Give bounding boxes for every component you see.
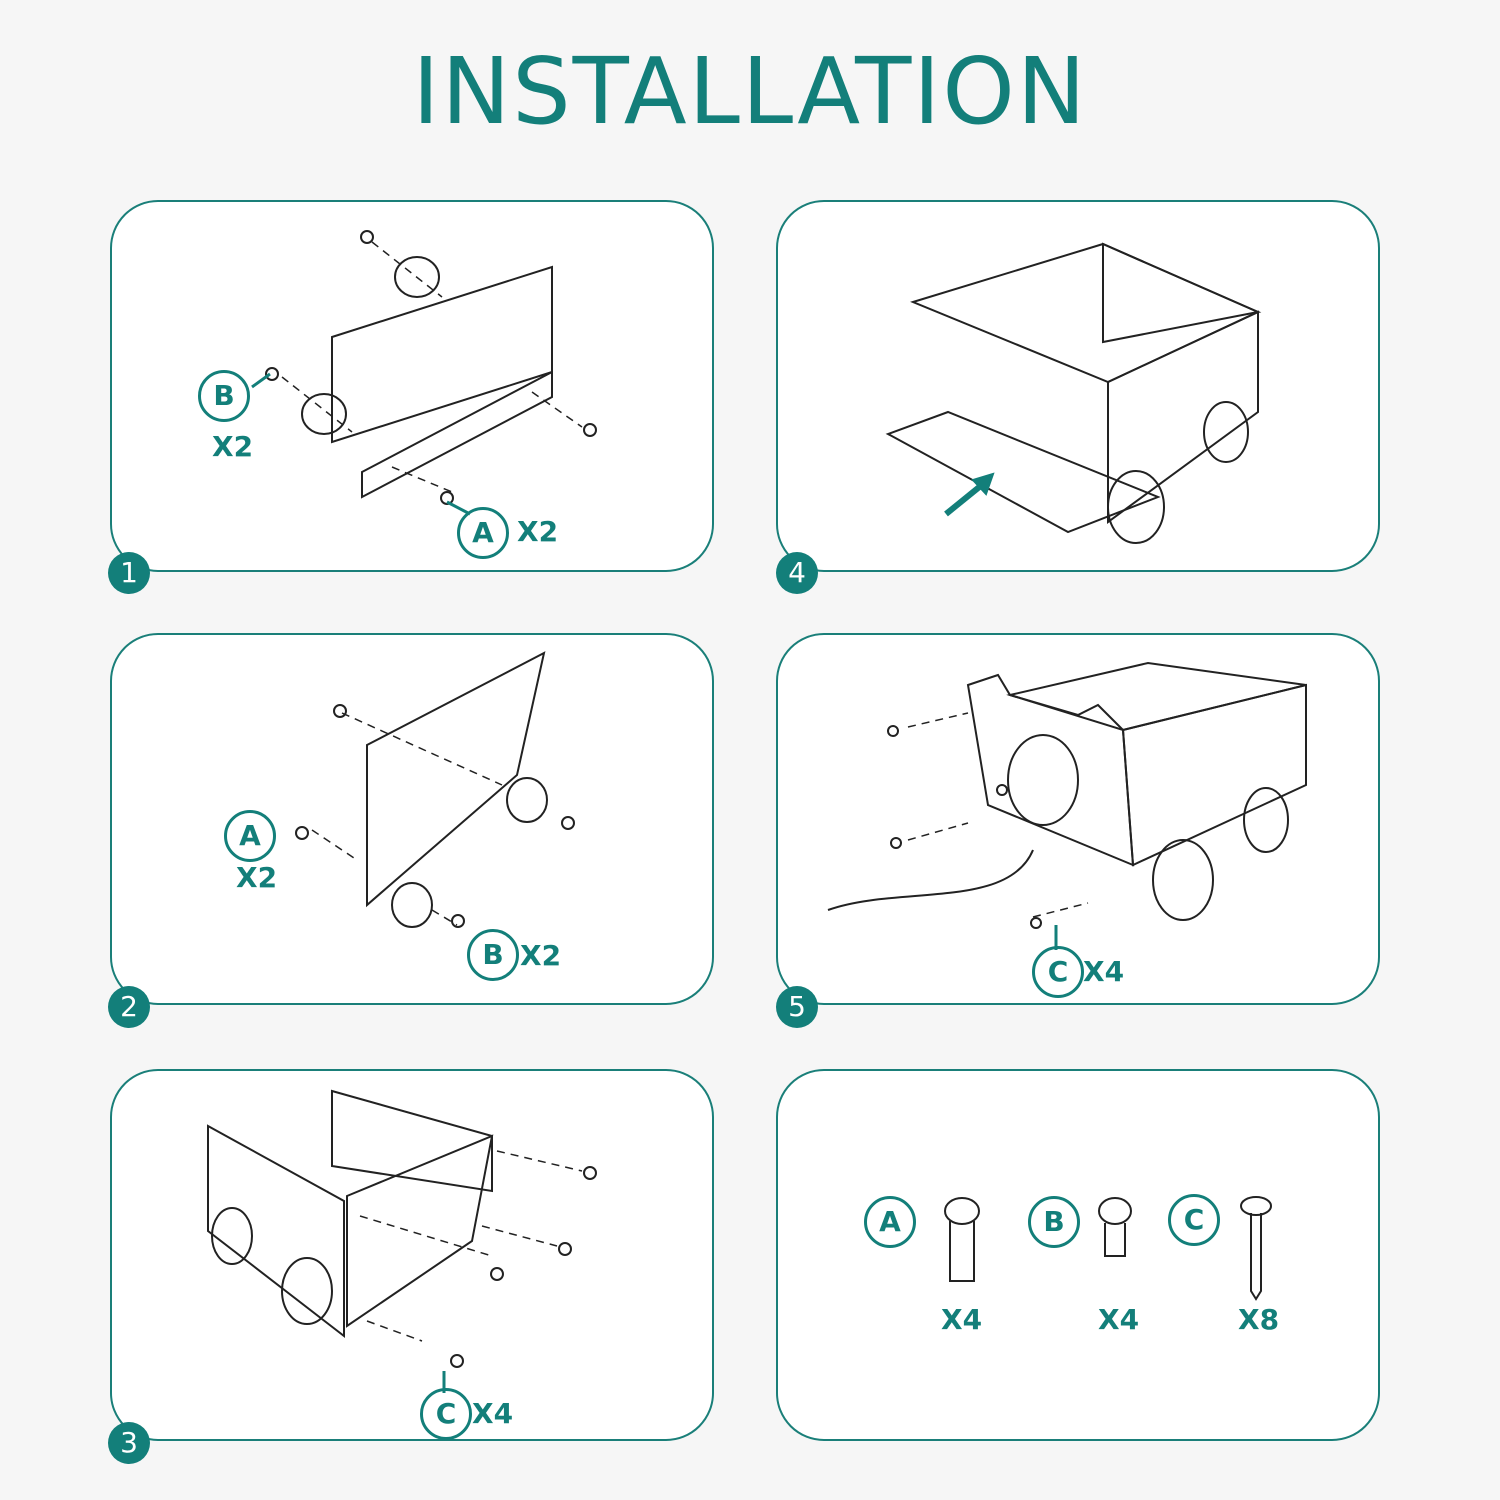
step-5-panel: C X4: [776, 633, 1380, 1005]
quantity-label: X2: [517, 515, 559, 548]
quantity-label: X2: [236, 861, 278, 894]
step-number-4: 4: [776, 552, 818, 594]
quantity-label: X2: [212, 430, 254, 463]
quantity-label: X4: [1098, 1303, 1140, 1336]
step-2-illustration: [295, 651, 575, 928]
step-3-panel: C X4: [110, 1069, 714, 1441]
step-number-5: 5: [776, 986, 818, 1028]
step-5-illustration: [827, 661, 1307, 950]
part-label-b: B: [198, 370, 250, 422]
part-label-b: B: [1028, 1196, 1080, 1248]
quantity-label: X4: [941, 1303, 983, 1336]
quantity-label: X4: [1083, 955, 1125, 988]
quantity-label: X2: [520, 939, 562, 972]
part-label-a: A: [224, 810, 276, 862]
quantity-label: X4: [472, 1397, 514, 1430]
step-1-panel: B X2 A X2: [110, 200, 714, 572]
part-label-a: A: [864, 1196, 916, 1248]
step-number-2: 2: [108, 986, 150, 1028]
part-label-b: B: [467, 929, 519, 981]
step-2-panel: A X2 B X2: [110, 633, 714, 1005]
part-label-c: C: [1168, 1194, 1220, 1246]
step-4-panel: [776, 200, 1380, 572]
part-label-c: C: [1032, 946, 1084, 998]
step-3-illustration: [207, 1089, 597, 1393]
step-4-illustration: [885, 242, 1262, 544]
parts-list-panel: A X4 B X4 C X8: [776, 1069, 1380, 1441]
step-number-1: 1: [108, 552, 150, 594]
quantity-label: X8: [1238, 1303, 1280, 1336]
part-label-c: C: [420, 1388, 472, 1440]
parts-illustration: [944, 1196, 1272, 1301]
part-label-a: A: [457, 507, 509, 559]
step-number-3: 3: [108, 1422, 150, 1464]
page-title: INSTALLATION: [412, 38, 1088, 145]
